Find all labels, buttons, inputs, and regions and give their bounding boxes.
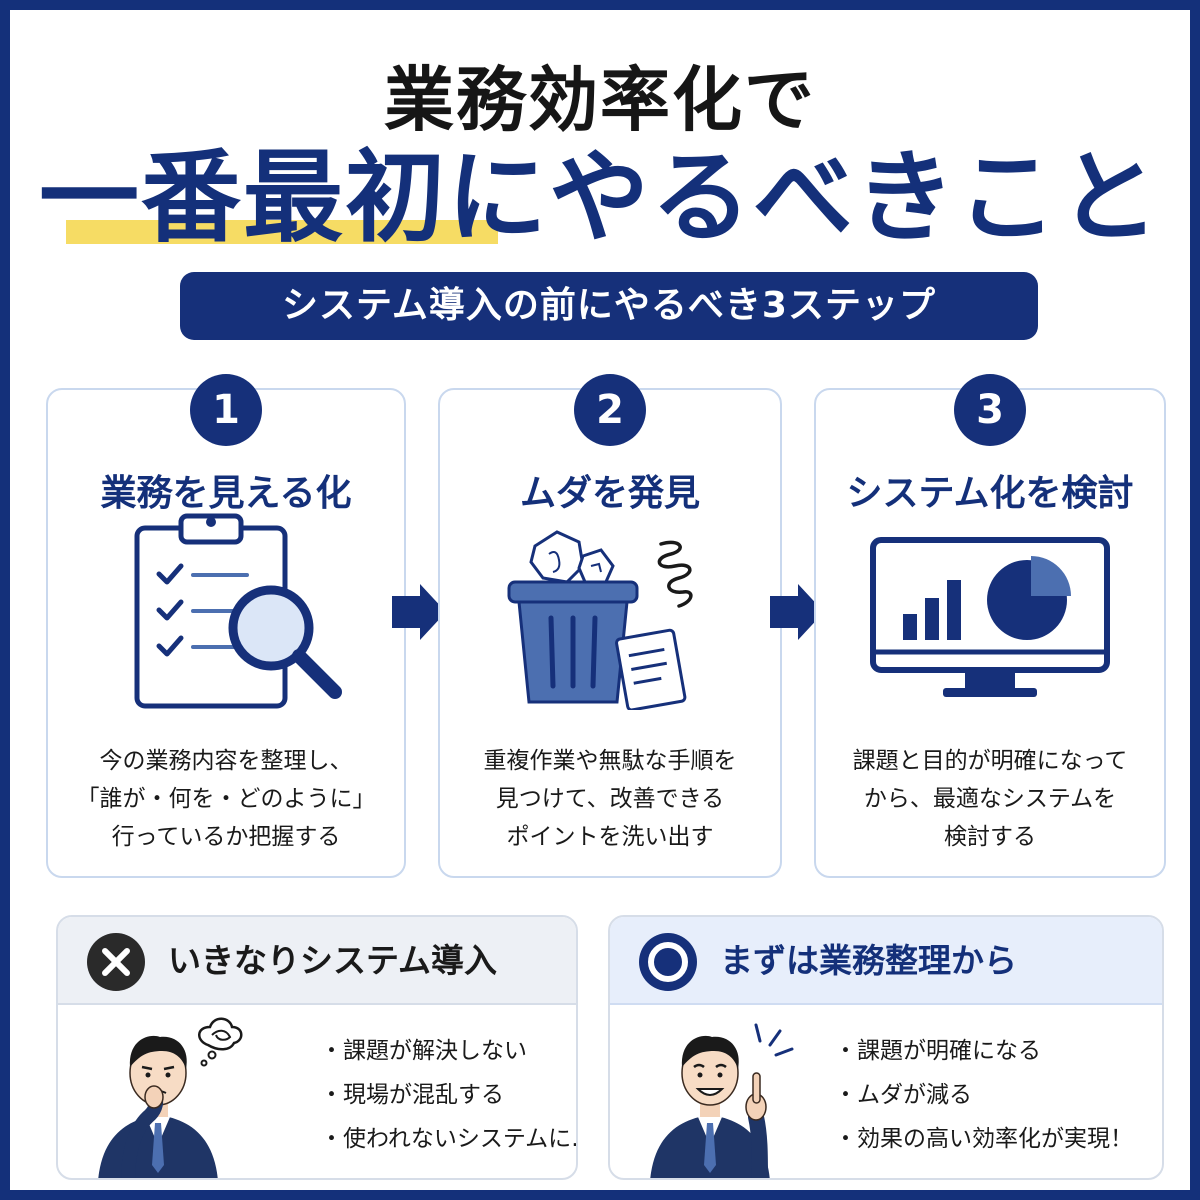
step-description-line: 検討する [944, 824, 1036, 850]
list-item: ・現場が混乱する [320, 1082, 504, 1108]
step-title: 業務を見える化 [100, 473, 352, 514]
step-description-line: 「誰が・何を・どのように」 [76, 786, 376, 812]
arrow-right-icon [766, 582, 826, 646]
step-description: 課題と目的が明確になって から、最適なシステムを 検討する [816, 742, 1164, 856]
list-item: ・ムダが減る [834, 1082, 972, 1108]
good-example-list: ・課題が明確になる ・ムダが減る ・効果の高い効率化が実現！ [834, 1029, 1133, 1161]
list-item: ・課題が解決しない [320, 1038, 527, 1064]
step-description: 今の業務内容を整理し、 「誰が・何を・どのように」 行っているか把握する [48, 742, 404, 856]
title-line-1: 業務効率化で [384, 59, 816, 141]
arrow-right-icon [388, 582, 448, 646]
step-description: 重複作業や無駄な手順を 見つけて、改善できる ポイントを洗い出す [440, 742, 780, 856]
bad-example-list: ・課題が解決しない ・現場が混乱する ・使われないシステムに… [320, 1029, 578, 1161]
worried-businessman-illustration [58, 1005, 298, 1178]
step-title: システム化を検討 [846, 473, 1134, 514]
step-number-badge: 2 [574, 374, 646, 446]
cross-icon [86, 932, 146, 996]
step-number-badge: 3 [954, 374, 1026, 446]
good-example-header: まずは業務整理から [610, 917, 1162, 1005]
step-description-line: 重複作業や無駄な手順を [483, 748, 737, 774]
title-line-2-wrap: 一番最初にやるべきこと [10, 138, 1190, 258]
clipboard-magnifier-icon [101, 510, 351, 714]
subtitle-banner: システム導入の前にやるべき3ステップ [180, 272, 1038, 340]
good-example-heading: まずは業務整理から [720, 941, 1017, 980]
title-highlight-bar [66, 220, 498, 244]
step-card-1: 1 業務を見える化 今の業務内容を整理し、 「誰が・何を・どのように」 行ってい… [46, 374, 406, 878]
step-description-line: 課題と目的が明確になって [852, 748, 1128, 774]
step-description-line: ポイントを洗い出す [506, 824, 714, 850]
good-example-card: まずは業務整理から [608, 915, 1164, 1180]
confident-businessman-illustration [610, 1005, 850, 1178]
step-card-3: 3 システム化を検討 課題と目的が明確になって から、最適なシステムを 検討する [814, 374, 1166, 878]
circle-icon [638, 932, 698, 996]
list-item: ・課題が明確になる [834, 1038, 1041, 1064]
list-item: ・使われないシステムに… [320, 1126, 578, 1152]
bad-example-card: いきなりシステム導入 [56, 915, 578, 1180]
monitor-chart-icon [865, 510, 1115, 714]
step-number-badge: 1 [190, 374, 262, 446]
step-description-line: から、最適なシステムを [863, 786, 1117, 812]
step-description-line: 今の業務内容を整理し、 [99, 748, 353, 774]
bad-example-heading: いきなりシステム導入 [168, 941, 498, 980]
step-card-2: 2 ムダを発見 重 [438, 374, 782, 878]
trash-bin-icon [495, 510, 725, 714]
title-line-2: 一番最初にやるべきこと [39, 139, 1161, 256]
step-description-line: 見つけて、改善できる [495, 786, 725, 812]
step-title: ムダを発見 [519, 473, 700, 514]
bad-example-header: いきなりシステム導入 [58, 917, 576, 1005]
list-item: ・効果の高い効率化が実現！ [834, 1126, 1133, 1152]
step-description-line: 行っているか把握する [111, 824, 341, 850]
